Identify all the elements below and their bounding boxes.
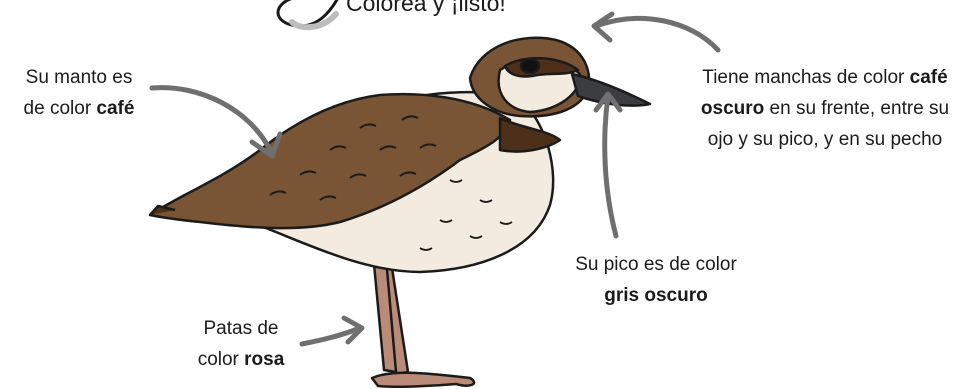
feet — [370, 371, 476, 389]
bird-beak — [570, 72, 652, 107]
label-pico: Su pico es de color gris oscuro — [552, 249, 760, 311]
arrow-icon-pico — [593, 91, 623, 239]
label-pico-line1: Su pico es de color — [575, 254, 737, 275]
label-patas-line2: color rosa — [197, 349, 285, 370]
swirl-icon — [276, 0, 339, 31]
label-manto: Su manto es de color café — [4, 62, 154, 124]
label-manchas: Tiene manchas de color café oscuro en su… — [675, 62, 975, 155]
label-manchas-line2: oscuro en su frente, entre su — [700, 98, 950, 119]
bird-eye — [519, 57, 541, 75]
label-patas-line1: Patas de — [203, 318, 279, 339]
label-manto-line1: Su manto es — [25, 67, 133, 88]
label-pico-line2: gris oscuro — [604, 285, 708, 306]
bird-chest-band — [498, 116, 562, 153]
arrow-icon-patas — [299, 315, 365, 347]
page-title: Colorea y ¡listo! — [346, 0, 506, 16]
bird-illustration — [148, 36, 652, 389]
label-patas: Patas de color rosa — [176, 313, 306, 375]
label-manto-line2: de color café — [23, 98, 135, 119]
label-manchas-line1: Tiene manchas de color café — [702, 67, 948, 88]
arrow-icon-manto — [149, 85, 283, 159]
arrow-icon-manchas — [591, 11, 721, 53]
label-manchas-line3: ojo y su pico, y en su pecho — [707, 129, 943, 150]
